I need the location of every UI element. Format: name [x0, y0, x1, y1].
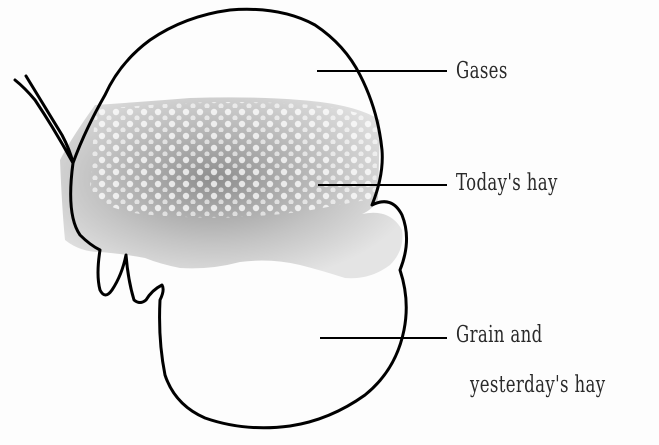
grain-label-line1: Grain and: [456, 322, 543, 348]
hay-texture: [90, 102, 378, 218]
gases-label: Gases: [456, 58, 508, 84]
grain-label-line2: yesterday's hay: [470, 372, 605, 398]
todays-hay-label: Today's hay: [456, 170, 558, 196]
